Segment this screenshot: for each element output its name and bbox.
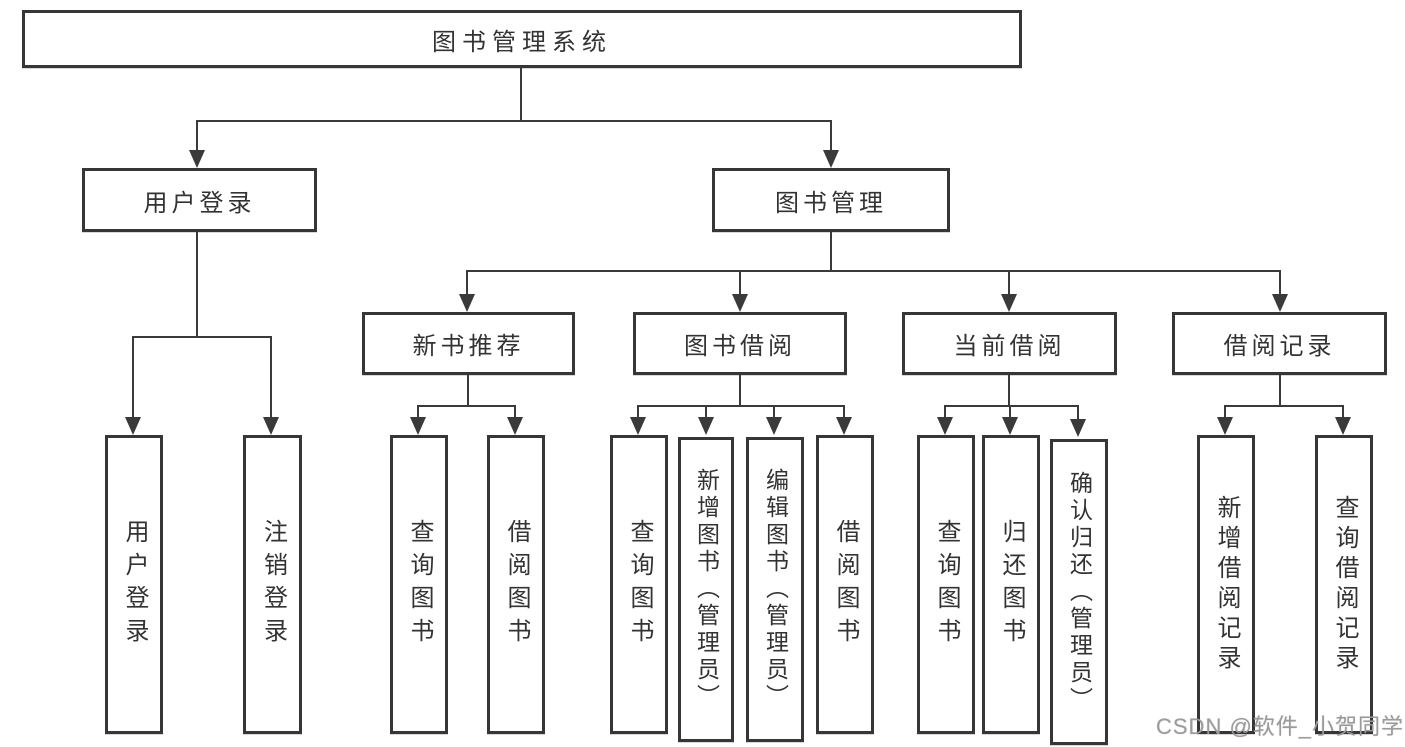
connector-line <box>1279 375 1281 405</box>
arrowhead-down <box>698 417 714 435</box>
node-label: 新增借阅记录 <box>1213 494 1240 675</box>
node-label: 借阅记录 <box>1223 333 1336 360</box>
arrowhead-down <box>1335 417 1351 435</box>
connector-line <box>418 405 516 407</box>
leaf-logout: 注销登录 <box>243 435 302 734</box>
connector-line <box>467 375 469 405</box>
arrowhead-down <box>836 417 852 435</box>
connector-line <box>1009 405 1011 419</box>
connector-line <box>1342 405 1344 419</box>
connector-line <box>417 405 419 419</box>
connector-line <box>638 405 845 407</box>
connector-line <box>197 120 831 122</box>
arrowhead-down <box>1070 419 1086 437</box>
connector-line <box>773 405 775 419</box>
node-label: 当前借阅 <box>953 333 1066 360</box>
connector-line <box>1224 405 1226 419</box>
node-label: 图书管理 <box>775 189 887 217</box>
arrowhead-down <box>732 294 748 312</box>
connector-line <box>739 375 741 405</box>
connector-line <box>270 336 272 418</box>
arrowhead-down <box>766 417 782 435</box>
leaf-current-query-books: 查询图书 <box>917 435 975 734</box>
node-label: 新书推荐 <box>412 333 525 360</box>
node-current-borrowing: 当前借阅 <box>902 312 1117 375</box>
node-label: 编辑图书（管理员） <box>762 468 789 711</box>
leaf-newbook-query-books: 查询图书 <box>390 435 448 734</box>
connector-line <box>830 232 832 270</box>
node-label: 查询图书 <box>626 518 653 651</box>
leaf-borrowing-query-books: 查询图书 <box>610 435 668 734</box>
arrowhead-down <box>1272 294 1288 312</box>
node-label: 用户登录 <box>121 518 148 651</box>
leaf-return-books: 归还图书 <box>982 435 1040 734</box>
arrowhead-down <box>1001 294 1017 312</box>
connector-line <box>132 336 134 418</box>
connector-line <box>705 405 707 419</box>
node-label: 借阅图书 <box>503 518 530 651</box>
connector-line <box>467 270 1280 272</box>
node-label: 图书管理系统 <box>432 28 612 56</box>
connector-line <box>944 405 946 419</box>
connector-line <box>1279 270 1281 296</box>
node-label: 图书借阅 <box>684 333 796 360</box>
connector-line <box>637 405 639 419</box>
leaf-borrowing-borrow-books: 借阅图书 <box>816 435 874 734</box>
node-new-book-recommend: 新书推荐 <box>362 312 575 375</box>
connector-line <box>196 120 198 152</box>
connector-line <box>843 405 845 419</box>
node-label: 查询图书 <box>406 518 433 651</box>
node-library-management-system: 图书管理系统 <box>22 10 1022 68</box>
leaf-edit-book-admin: 编辑图书（管理员） <box>746 437 804 742</box>
node-book-borrowing: 图书借阅 <box>633 312 847 375</box>
connector-line <box>196 232 198 336</box>
arrowhead-down <box>937 417 953 435</box>
arrowhead-down <box>630 417 646 435</box>
connector-line <box>133 336 272 338</box>
arrowhead-down <box>263 417 279 435</box>
connector-line <box>514 405 516 419</box>
node-label: 新增图书（管理员） <box>693 468 720 711</box>
node-borrowing-records: 借阅记录 <box>1172 312 1387 375</box>
arrowhead-down <box>459 294 475 312</box>
arrowhead-down <box>823 150 839 168</box>
arrowhead-down <box>125 417 141 435</box>
node-user-login: 用户登录 <box>82 168 317 232</box>
connector-line <box>1077 405 1079 419</box>
node-label: 确认归还（管理员） <box>1066 470 1093 714</box>
node-book-management: 图书管理 <box>712 168 950 232</box>
leaf-confirm-return-admin: 确认归还（管理员） <box>1050 439 1108 745</box>
arrowhead-down <box>410 417 426 435</box>
connector-line <box>520 68 522 120</box>
leaf-newbook-borrow-books: 借阅图书 <box>487 435 545 734</box>
node-label: 查询图书 <box>933 518 960 651</box>
arrowhead-down <box>189 150 205 168</box>
arrowhead-down <box>1002 417 1018 435</box>
csdn-watermark: CSDN @软件_小贺同学 <box>1156 714 1405 739</box>
leaf-add-borrow-record: 新增借阅记录 <box>1197 435 1255 734</box>
node-label: 归还图书 <box>998 518 1025 651</box>
connector-line <box>1225 405 1344 407</box>
connector-line <box>830 120 832 152</box>
connector-line <box>945 405 1079 407</box>
arrowhead-down <box>507 417 523 435</box>
leaf-user-login: 用户登录 <box>105 435 163 734</box>
node-label: 借阅图书 <box>832 518 859 651</box>
leaf-add-book-admin: 新增图书（管理员） <box>678 437 734 742</box>
arrowhead-down <box>1217 417 1233 435</box>
connector-line <box>1008 375 1010 405</box>
node-label: 注销登录 <box>259 518 287 651</box>
connector-line <box>739 270 741 296</box>
node-label: 用户登录 <box>143 189 256 217</box>
connector-line <box>1008 270 1010 296</box>
leaf-query-borrow-record: 查询借阅记录 <box>1315 435 1373 734</box>
node-label: 查询借阅记录 <box>1331 494 1358 675</box>
connector-line <box>466 270 468 296</box>
